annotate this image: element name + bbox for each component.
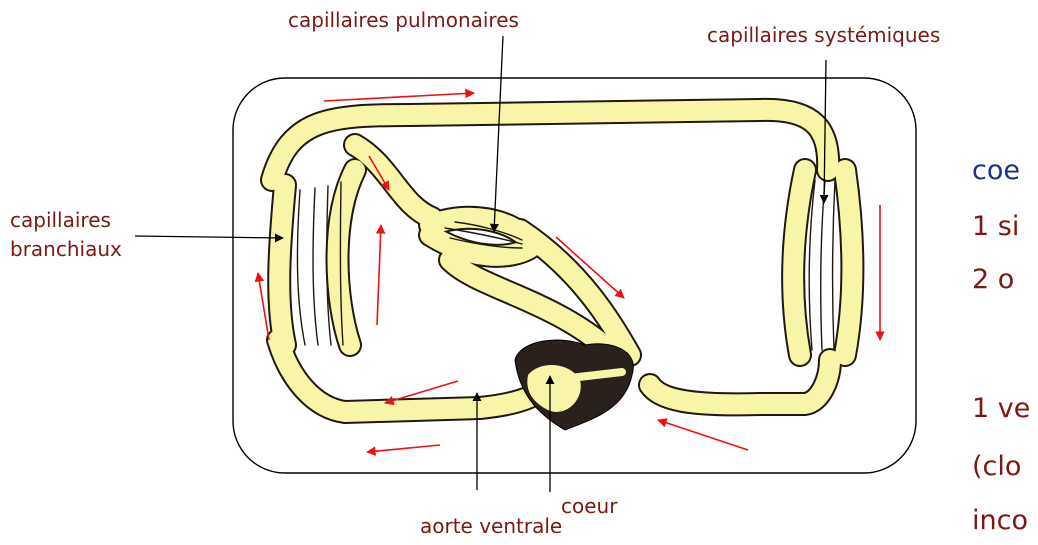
label-pulmonary-capillaries: capillaires pulmonaires	[288, 10, 519, 30]
flow-arrow	[324, 93, 474, 101]
side-text-line: 2 o	[972, 266, 1014, 293]
pointer-branchial	[135, 236, 283, 238]
label-ventral-aorta: aorte ventrale	[420, 516, 562, 536]
side-text-line: inco	[972, 507, 1028, 534]
label-systemic-capillaries: capillaires systémiques	[707, 25, 940, 45]
side-text-line: 1 ve	[972, 395, 1030, 422]
pointer-pulmonary	[494, 36, 503, 232]
side-text-line: 1 si	[972, 213, 1019, 240]
label-branchial-capillaries-line1: capillaires	[10, 210, 111, 230]
flow-arrow	[367, 445, 440, 452]
label-branchial-capillaries-line2: branchiaux	[10, 239, 122, 259]
heart	[515, 340, 633, 430]
flow-arrow	[377, 225, 381, 325]
flow-arrow	[658, 420, 748, 450]
side-text-line: (clo	[972, 453, 1021, 480]
side-text-heading: coe	[972, 157, 1020, 184]
label-heart: coeur	[561, 496, 617, 516]
